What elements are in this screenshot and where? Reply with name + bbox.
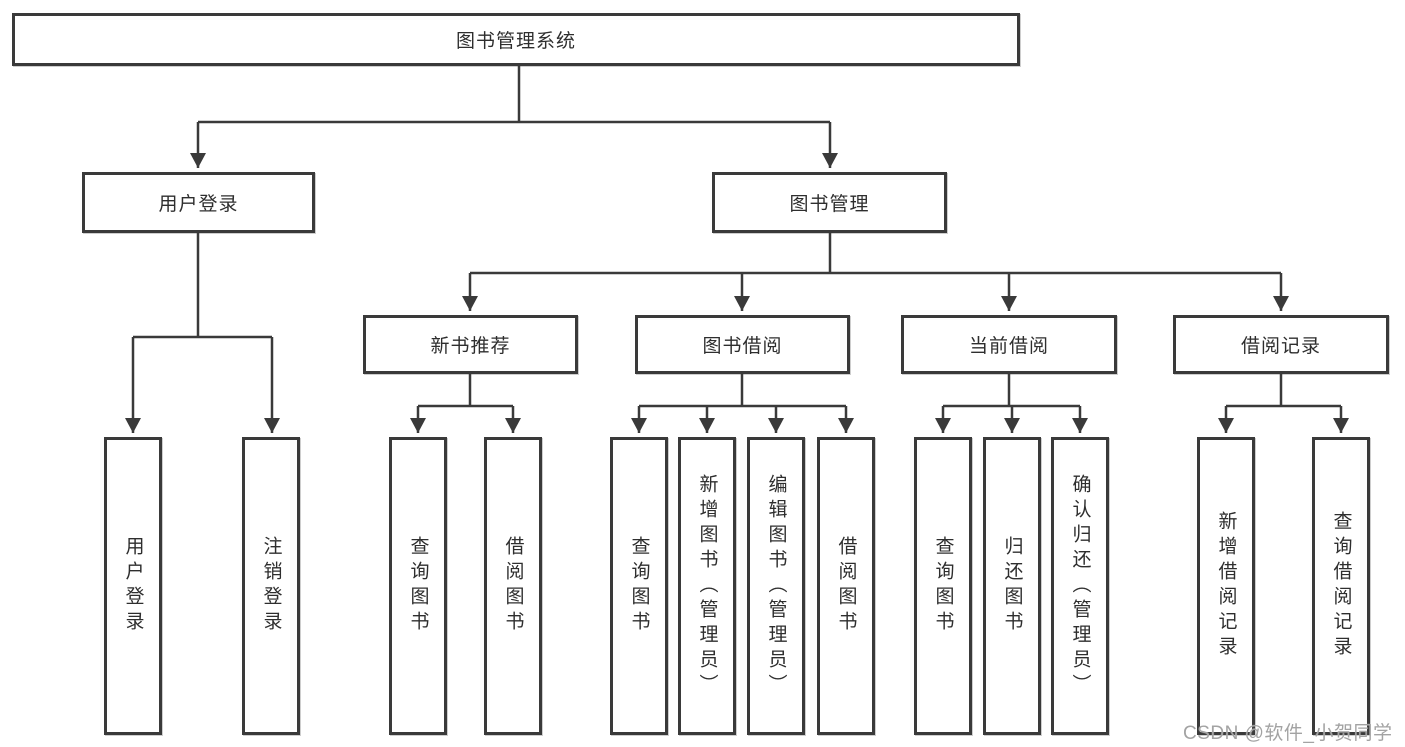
leaf-borrow-add: 新增图书（管理员） xyxy=(678,437,736,735)
leaf-current-query: 查询图书 xyxy=(914,437,972,735)
leaf-borrow-book: 借阅图书 xyxy=(817,437,875,735)
node-root-label: 图书管理系统 xyxy=(455,31,576,52)
leaf-newbook-borrow: 借阅图书 xyxy=(484,437,542,735)
node-new-book-recommend-label: 新书推荐 xyxy=(430,336,511,357)
leaf-borrow-query: 查询图书 xyxy=(610,437,668,735)
leaf-borrow-query-label: 查询图书 xyxy=(628,536,650,636)
leaf-newbook-query-label: 查询图书 xyxy=(407,536,429,636)
leaf-user-login: 用户登录 xyxy=(104,437,162,735)
node-book-borrow-label: 图书借阅 xyxy=(702,336,783,357)
node-borrow-records-label: 借阅记录 xyxy=(1240,336,1321,357)
node-borrow-records: 借阅记录 xyxy=(1173,315,1389,374)
leaf-borrow-edit: 编辑图书（管理员） xyxy=(747,437,805,735)
leaf-borrow-edit-label: 编辑图书（管理员） xyxy=(765,473,787,699)
leaf-current-confirm-return-label: 确认归还（管理员） xyxy=(1069,473,1091,699)
leaf-record-add-label: 新增借阅记录 xyxy=(1215,511,1237,661)
connector-root xyxy=(190,66,838,168)
leaf-current-return-label: 归还图书 xyxy=(1001,536,1023,636)
leaf-current-query-label: 查询图书 xyxy=(932,536,954,636)
leaf-borrow-book-label: 借阅图书 xyxy=(835,536,857,636)
connector-borrow xyxy=(631,374,854,433)
connector-manage xyxy=(462,233,1289,311)
connector-records xyxy=(1218,374,1349,433)
csdn-watermark: CSDN @软件_小贺同学 xyxy=(1183,723,1393,744)
node-book-borrow: 图书借阅 xyxy=(635,315,850,374)
node-user-login: 用户登录 xyxy=(82,172,315,233)
node-current-borrow: 当前借阅 xyxy=(901,315,1117,374)
node-book-manage: 图书管理 xyxy=(712,172,947,233)
leaf-record-query-label: 查询借阅记录 xyxy=(1330,511,1352,661)
node-root: 图书管理系统 xyxy=(12,13,1020,66)
leaf-record-query: 查询借阅记录 xyxy=(1312,437,1370,735)
leaf-current-return: 归还图书 xyxy=(983,437,1041,735)
connector-login xyxy=(125,233,280,433)
leaf-newbook-borrow-label: 借阅图书 xyxy=(502,536,524,636)
connector-current xyxy=(935,374,1088,433)
leaf-borrow-add-label: 新增图书（管理员） xyxy=(696,473,718,699)
leaf-current-confirm-return: 确认归还（管理员） xyxy=(1051,437,1109,735)
leaf-record-add: 新增借阅记录 xyxy=(1197,437,1255,735)
leaf-logout: 注销登录 xyxy=(242,437,300,735)
node-current-borrow-label: 当前借阅 xyxy=(968,336,1049,357)
leaf-user-login-label: 用户登录 xyxy=(122,536,144,636)
connector-newbook xyxy=(410,374,521,433)
node-user-login-label: 用户登录 xyxy=(158,194,239,215)
node-book-manage-label: 图书管理 xyxy=(789,194,870,215)
leaf-newbook-query: 查询图书 xyxy=(389,437,447,735)
leaf-logout-label: 注销登录 xyxy=(260,536,282,636)
node-new-book-recommend: 新书推荐 xyxy=(363,315,578,374)
